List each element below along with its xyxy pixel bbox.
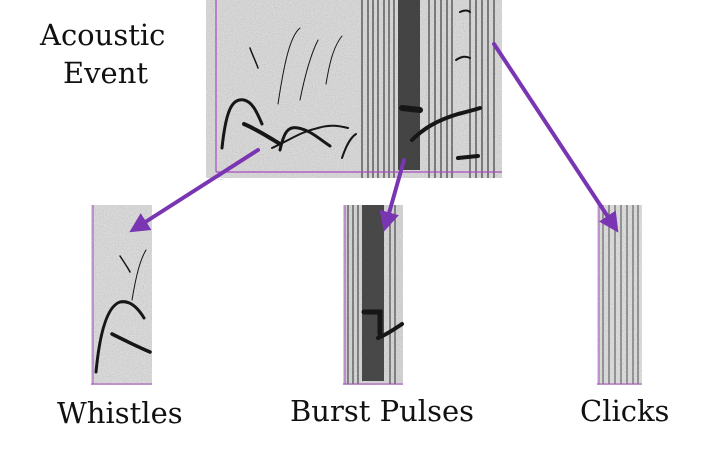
title-line-acoustic: Acoustic <box>40 18 166 52</box>
arrows <box>129 42 619 233</box>
caption-burst-pulses: Burst Pulses <box>290 394 474 428</box>
main-whistle-contours <box>220 9 482 160</box>
main-axes <box>215 0 502 173</box>
main-burst-band <box>398 0 420 170</box>
caption-whistles: Whistles <box>57 396 183 430</box>
arrow-to-clicks <box>492 42 619 233</box>
arrow-to-burst-pulses <box>379 158 406 232</box>
main-click-stripes <box>361 0 495 178</box>
title-line-event: Event <box>63 56 149 90</box>
whistles-spectrogram <box>91 205 152 385</box>
burst-pulses-spectrogram <box>343 205 404 385</box>
arrow-to-whistles <box>129 148 260 233</box>
main-tick-labels: ... <box>218 176 223 182</box>
main-spectrogram: ... <box>206 0 502 182</box>
caption-clicks: Clicks <box>580 394 670 428</box>
svg-text:...: ... <box>218 176 223 182</box>
clicks-spectrogram <box>597 205 642 385</box>
